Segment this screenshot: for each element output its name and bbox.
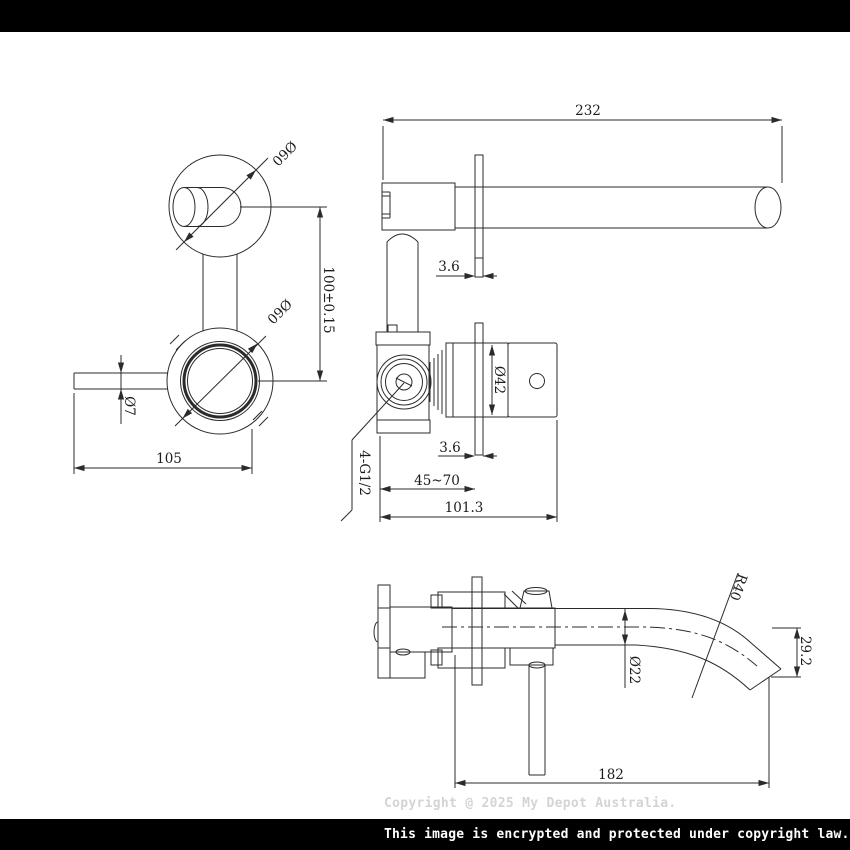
dim-bottom-spout-reach: 182	[598, 767, 624, 783]
bottom-view	[373, 576, 782, 776]
copyright-watermark: Copyright @ 2025 My Depot Australia.	[384, 796, 677, 811]
dim-side-plate-top: 3.6	[438, 259, 460, 275]
dim-side-cartridge-diameter: Ø42	[491, 365, 507, 395]
dim-side-wall-depth-range: 45~70	[414, 473, 460, 489]
side-view	[375, 154, 782, 456]
dimension-arrowheads	[73, 116, 801, 787]
dim-side-thread: 4-G1/2	[356, 450, 372, 496]
bottom-black-bar: This image is encrypted and protected un…	[0, 819, 850, 850]
dim-bottom-drop-height: 29.2	[797, 635, 813, 667]
dim-side-spout-length: 232	[575, 103, 601, 119]
dim-front-spout-length: 105	[156, 451, 182, 467]
dim-front-spout-hole: Ø7	[121, 396, 137, 416]
front-view	[73, 154, 274, 435]
dim-bottom-spout-diameter: Ø22	[626, 655, 642, 685]
copyright-notice-text: This image is encrypted and protected un…	[384, 827, 850, 842]
dim-side-plate-bottom: 3.6	[439, 440, 461, 456]
top-black-bar	[0, 0, 850, 32]
dim-front-vertical-spacing: 100±0.15	[320, 266, 336, 334]
dim-side-total-depth: 101.3	[444, 500, 484, 516]
dimension-lines	[73, 119, 801, 788]
